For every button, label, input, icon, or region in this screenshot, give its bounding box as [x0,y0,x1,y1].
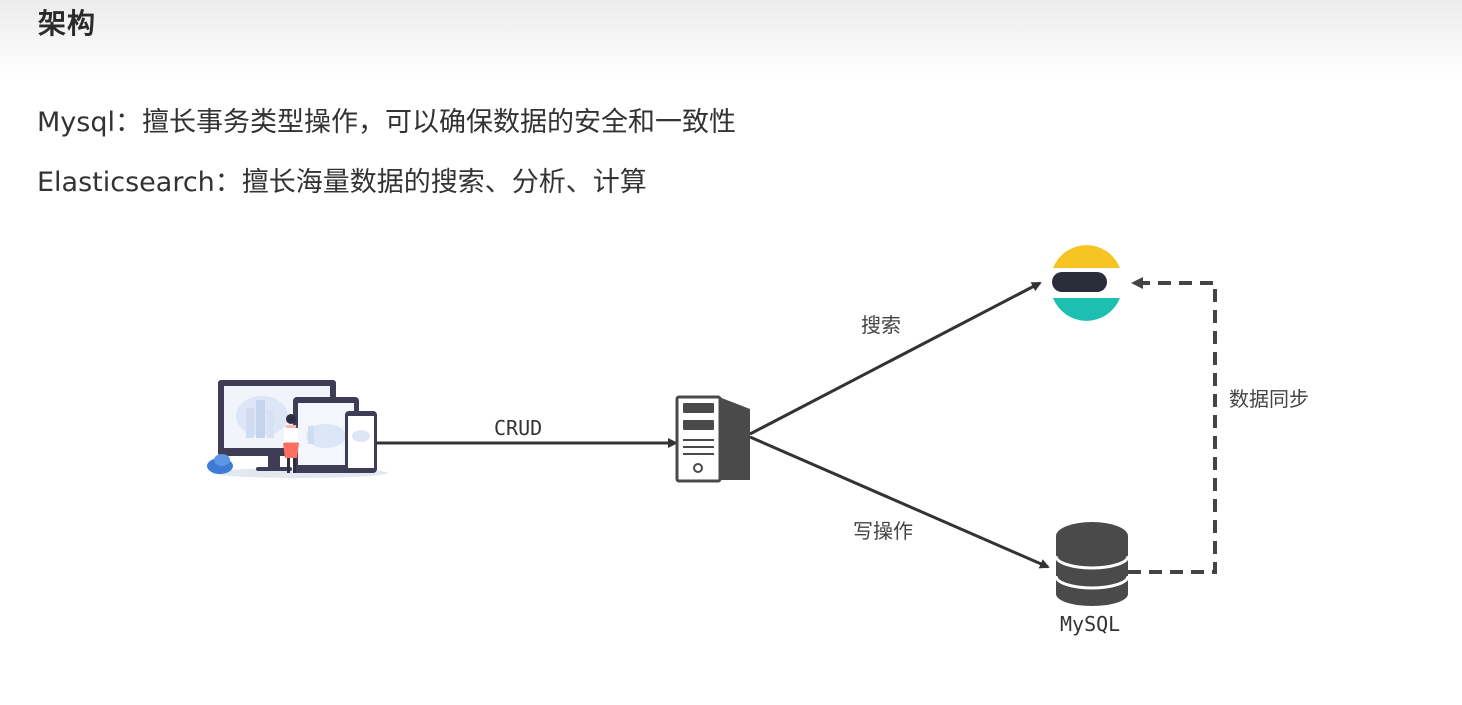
crud-label: CRUD [494,416,543,440]
sync-dashed-arrow [1128,277,1217,574]
devices-illustration-icon [207,380,388,478]
sync-label: 数据同步 [1229,387,1309,411]
mysql-description: Mysql：擅长事务类型操作，可以确保数据的安全和一致性 [37,107,736,138]
database-icon [1054,522,1130,606]
elasticsearch-logo-icon [1052,245,1120,321]
mysql-label: MySQL [1060,612,1121,636]
search-arrow [749,281,1042,436]
write-label: 写操作 [853,519,913,543]
elasticsearch-description: Elasticsearch：擅长海量数据的搜索、分析、计算 [37,167,647,198]
title-band [0,0,1462,78]
server-icon [675,395,750,483]
page-title: 架构 [38,7,97,40]
write-arrow [749,435,1050,569]
search-label: 搜索 [861,313,901,337]
